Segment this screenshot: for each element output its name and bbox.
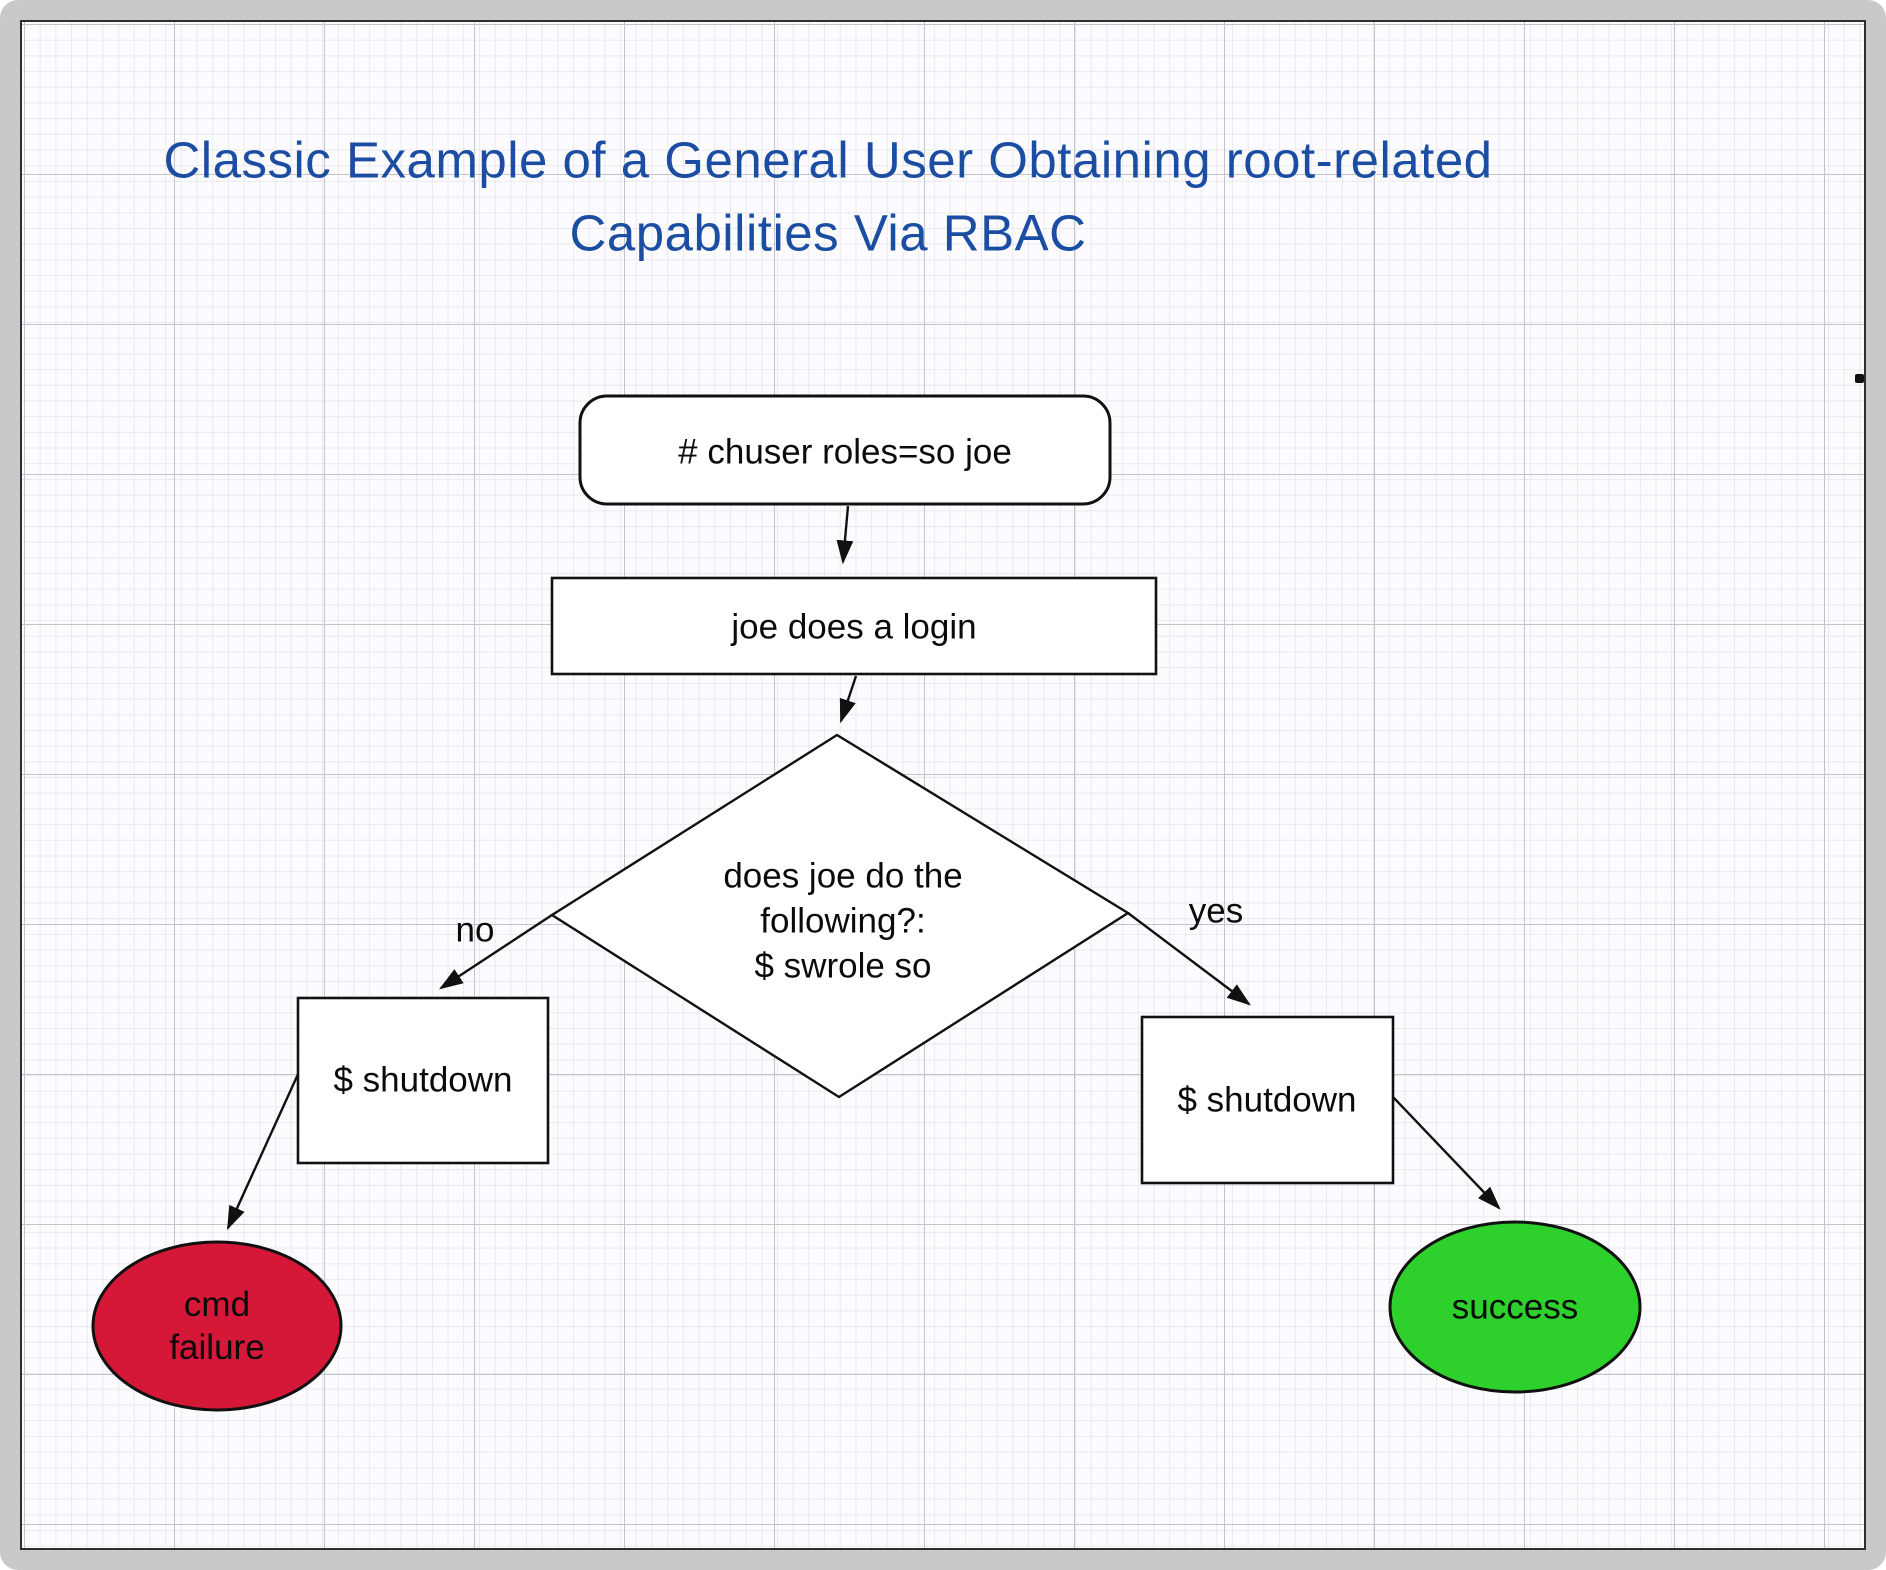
terminator-chuser-label: # chuser roles=so joe <box>678 432 1012 472</box>
process-shutdown-no-shape <box>296 996 550 1165</box>
process-shutdown-no-label: $ shutdown <box>333 1060 513 1100</box>
failure-label-line2: failure <box>169 1328 265 1367</box>
decision-label: does joe do the following?: $ swrole so <box>723 854 962 989</box>
terminator-chuser-shape <box>578 394 1112 506</box>
process-shutdown-yes-label: $ shutdown <box>1177 1080 1357 1120</box>
process-login-label: joe does a login <box>731 607 977 647</box>
failure-label: cmd failure <box>169 1283 264 1369</box>
edge-decision-no <box>438 913 553 990</box>
decision-diamond-shape <box>549 733 1131 1099</box>
diagram-title-line2: Capabilities Via RBAC <box>569 204 1087 262</box>
process-login-shape <box>550 576 1158 676</box>
decision-label-line2: following?: <box>760 901 926 941</box>
decision-label-line1: does joe do the <box>723 856 963 896</box>
success-ellipse-shape <box>1388 1220 1642 1394</box>
success-label: success <box>1451 1287 1579 1327</box>
edge-shutdown-to-failure <box>226 1071 301 1231</box>
edge-label-no: no <box>455 910 495 950</box>
stray-dot <box>1855 374 1864 383</box>
diagram-title-line1: Classic Example of a General User Obtain… <box>163 131 1493 189</box>
failure-ellipse-shape <box>91 1240 343 1412</box>
failure-label-line1: cmd <box>183 1285 251 1324</box>
edge-label-yes: yes <box>1188 891 1244 931</box>
process-shutdown-yes-shape <box>1140 1015 1395 1185</box>
edge-login-to-decision <box>839 675 858 724</box>
edge-decision-yes <box>1127 912 1251 1006</box>
decision-label-line3: $ swrole so <box>754 946 932 986</box>
edge-shutdown-to-success <box>1392 1096 1501 1210</box>
edge-start-to-login <box>836 505 854 565</box>
